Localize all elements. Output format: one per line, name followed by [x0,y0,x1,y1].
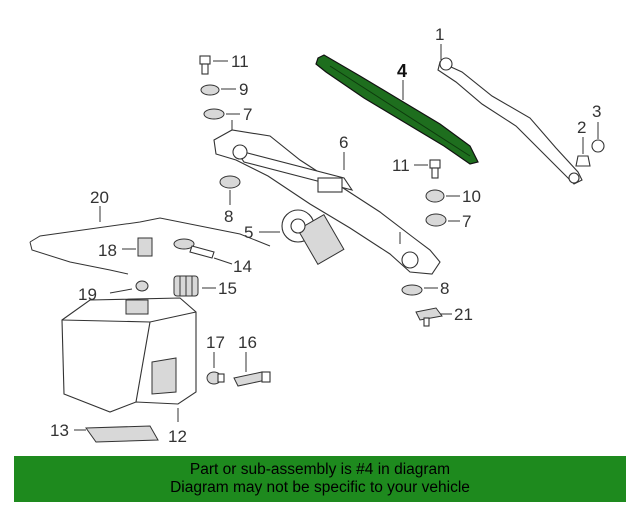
washer-reservoir [61,297,197,413]
callout-12: 12 [168,427,187,446]
parts-diagram: 1 2 3 4 6 5 11 9 [29,25,605,446]
nut-2 [575,155,591,167]
grommet-19 [135,280,149,292]
grommet-17 [206,371,225,385]
grommet-8-left [219,175,241,189]
callout-15: 15 [218,279,237,298]
wiper-blade-highlighted [315,54,479,165]
callout-4: 4 [397,61,407,81]
callout-21: 21 [454,305,473,324]
callout-7-right: 7 [462,212,471,231]
callout-2: 2 [577,118,586,137]
callout-14: 14 [233,257,252,276]
info-banner: Part or sub-assembly is #4 in diagram Di… [14,456,626,502]
callout-19: 19 [78,285,97,304]
callout-9: 9 [239,80,248,99]
wiper-motor [281,209,345,266]
callout-17: 17 [206,333,225,352]
callout-16: 16 [238,333,257,352]
callout-8-left: 8 [224,207,233,226]
callout-7-left: 7 [243,105,252,124]
bracket-14 [173,238,215,259]
callout-13: 13 [50,421,69,440]
pump-16 [233,371,271,387]
nozzle-21 [415,307,443,327]
callout-11-right: 11 [392,156,410,175]
callout-3: 3 [592,102,601,121]
callout-1: 1 [435,25,444,44]
pad-13 [85,425,159,443]
callout-11-left: 11 [231,52,249,71]
callout-18: 18 [98,241,117,260]
connector-18 [137,237,153,257]
bolt-11-right [429,159,441,179]
callout-6: 6 [339,133,348,152]
callout-5: 5 [244,223,253,242]
callout-8-right: 8 [440,279,449,298]
washer-7-right [425,213,447,227]
banner-line-2: Diagram may not be specific to your vehi… [170,479,470,496]
callout-10: 10 [462,187,481,206]
washer-7-left [203,108,225,120]
wiper-arm [437,57,583,185]
cap-3 [591,139,605,153]
grommet-10 [425,189,445,203]
pump-15 [173,275,199,297]
grommet-8-right [401,284,423,296]
washer-hose [29,217,271,275]
banner-line-1: Part or sub-assembly is #4 in diagram [189,461,451,478]
grommet-9 [200,84,220,96]
wiper-linkage [213,120,441,275]
bolt-11-left [199,55,211,75]
callout-20: 20 [90,188,109,207]
